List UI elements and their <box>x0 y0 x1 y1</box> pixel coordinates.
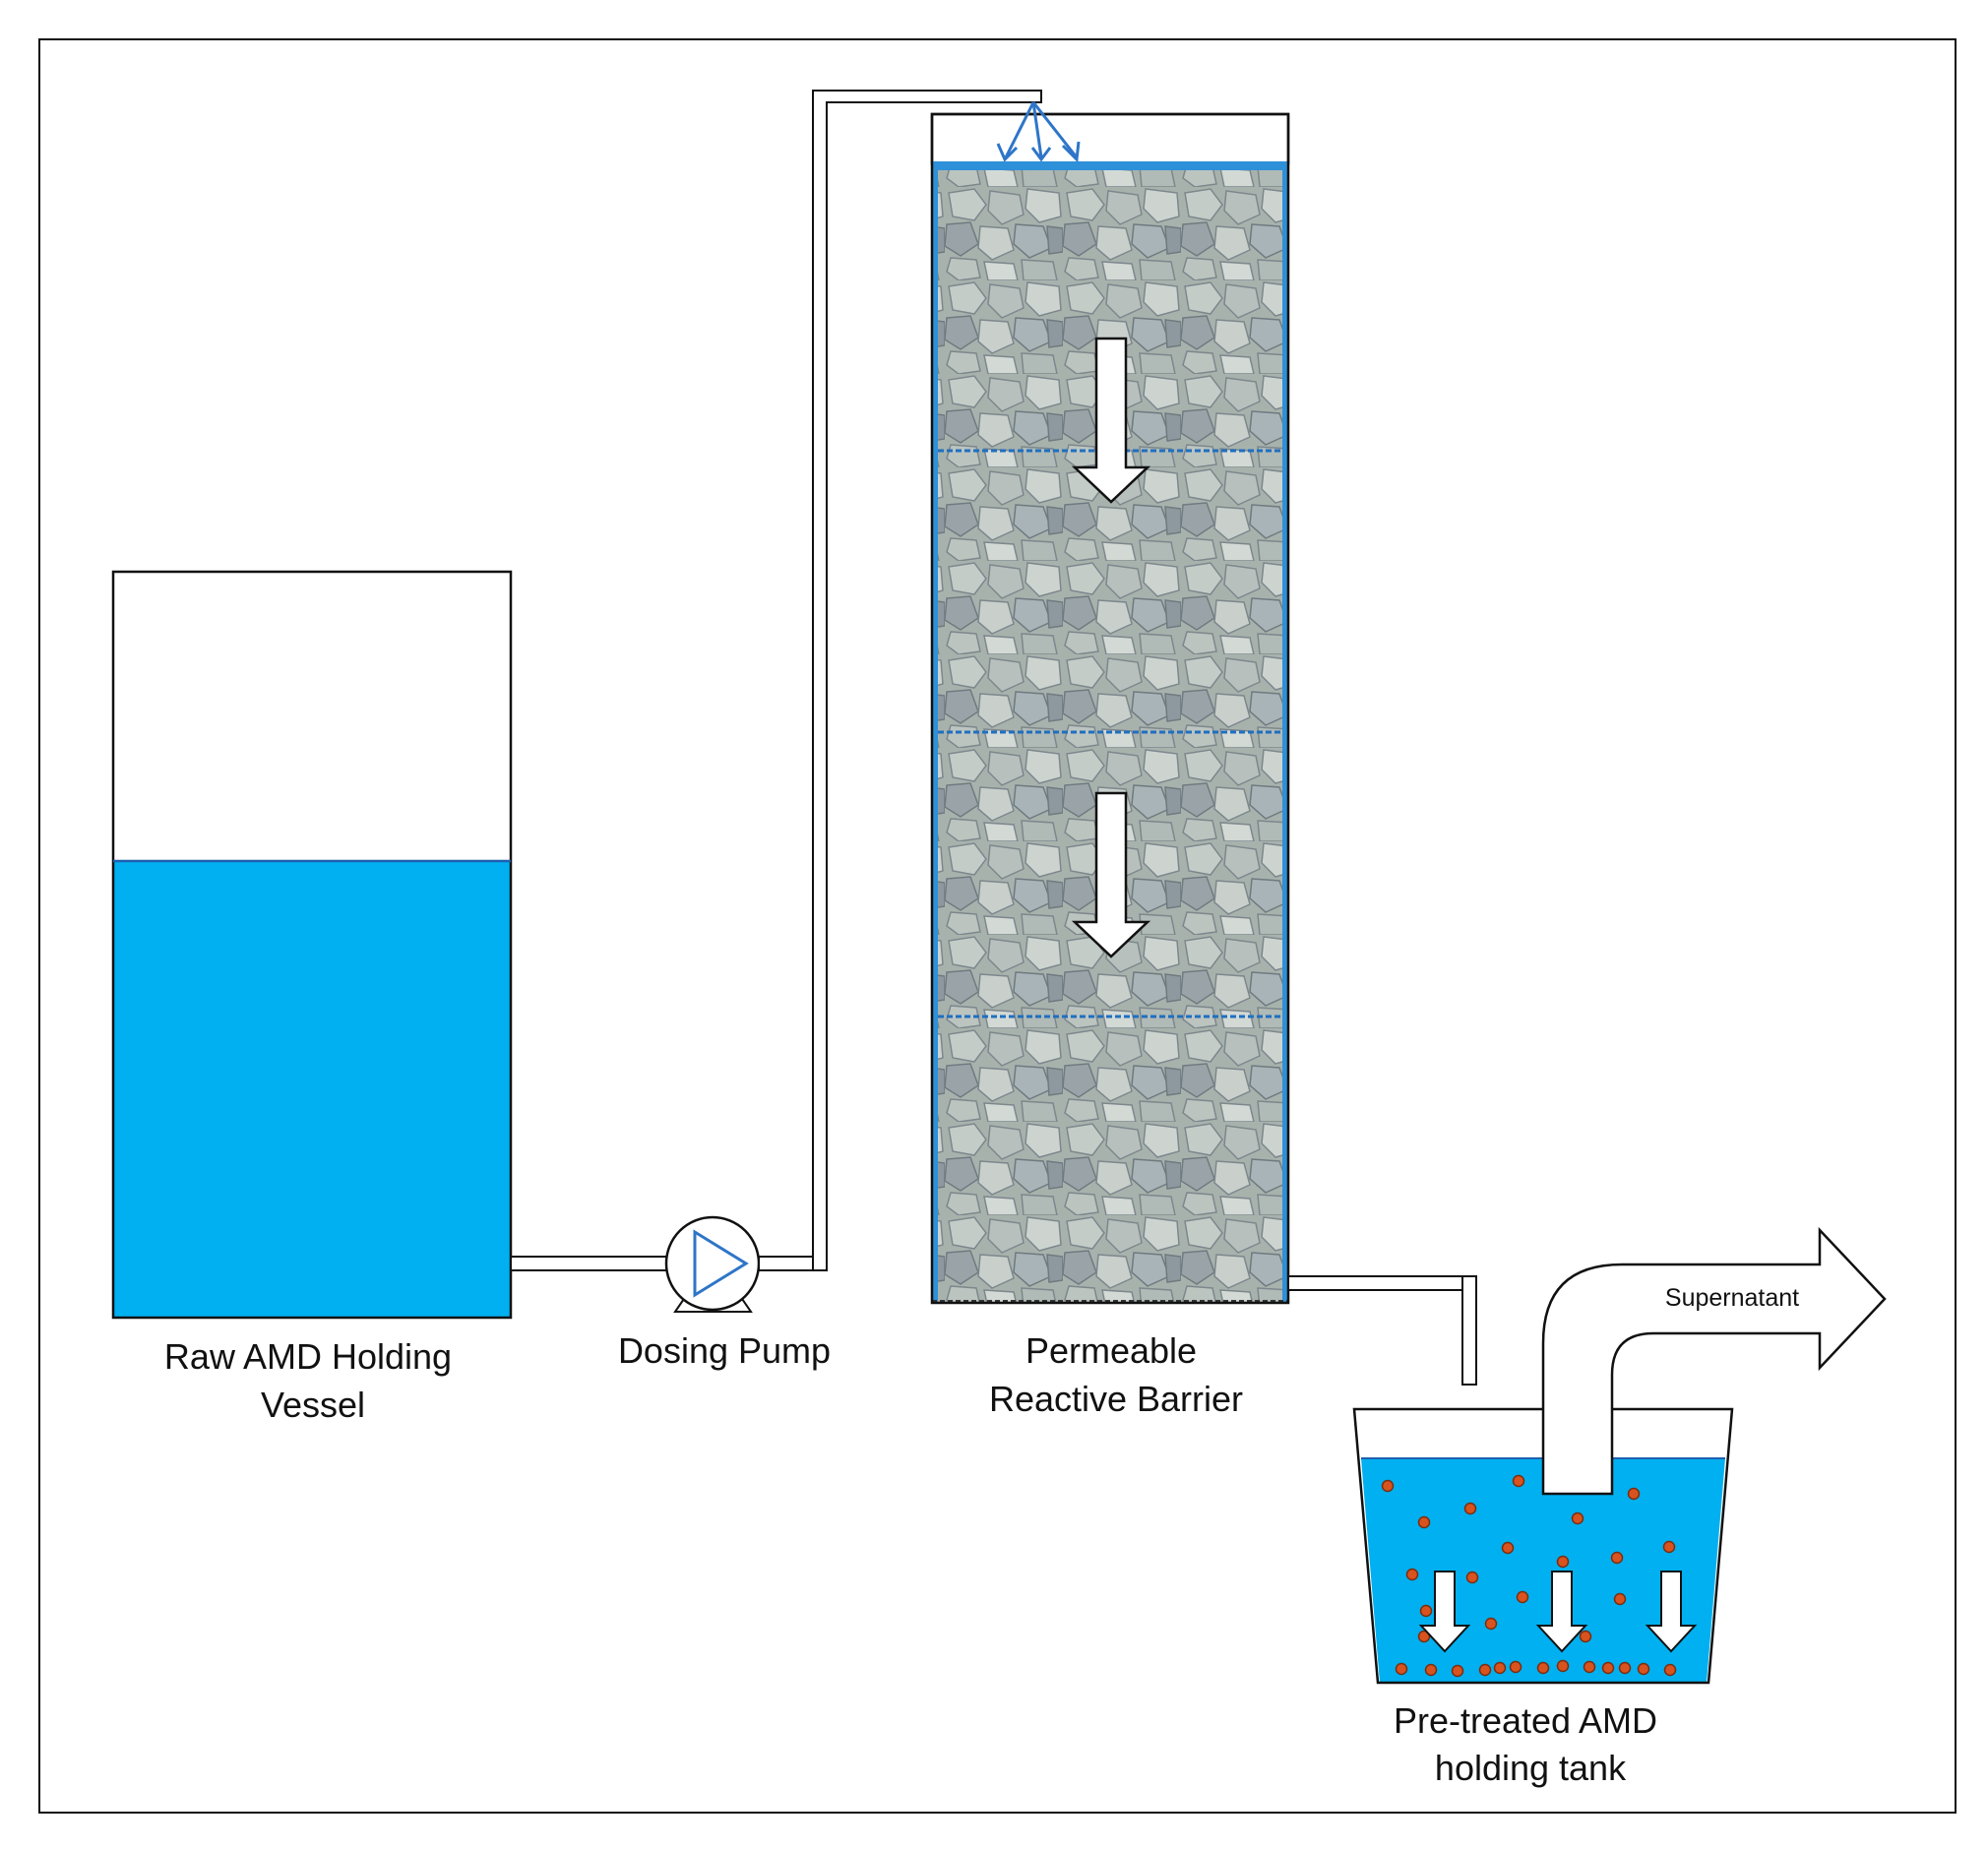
column-water-top <box>932 161 1288 170</box>
precipitate-particles <box>1381 1474 1677 1678</box>
dosing-pump <box>664 1215 761 1313</box>
permeable-reactive-barrier <box>930 101 1290 1305</box>
figure-frame <box>38 38 1957 1814</box>
column-water-edge-left <box>932 163 938 1303</box>
distributor-arrows-icon <box>996 101 1081 163</box>
pipe-column-to-tank <box>1287 1275 1477 1386</box>
pretreated-amd-tank <box>1352 1226 1887 1685</box>
pipe-vessel-to-pump <box>510 1256 669 1271</box>
prb-label: Permeable Reactive Barrier <box>989 1330 1243 1419</box>
supernatant-outlet-arrow-icon <box>1541 1226 1887 1496</box>
raw-vessel-label: Raw AMD Holding Vessel <box>164 1336 462 1425</box>
pipe-pump-to-column <box>758 90 1042 1271</box>
raw-vessel-water <box>113 861 511 1318</box>
flow-arrow-down-icon <box>1071 337 1151 504</box>
settling-arrow-down-icon <box>1645 1571 1698 1653</box>
column-water-edge-right <box>1282 163 1288 1303</box>
settling-arrow-down-icon <box>1418 1571 1471 1653</box>
tank-label: Pre-treated AMD holding tank <box>1394 1700 1667 1788</box>
raw-amd-vessel <box>111 570 513 1320</box>
pump-label: Dosing Pump <box>618 1330 831 1371</box>
supernatant-label: Supernatant <box>1665 1284 1799 1312</box>
raw-vessel-outline <box>111 570 513 1320</box>
column-headspace <box>930 112 1290 165</box>
settling-arrow-down-icon <box>1535 1571 1588 1653</box>
flow-arrow-down-icon <box>1071 791 1151 958</box>
pump-arrow-icon <box>693 1229 749 1298</box>
column-outline <box>930 112 1290 1305</box>
